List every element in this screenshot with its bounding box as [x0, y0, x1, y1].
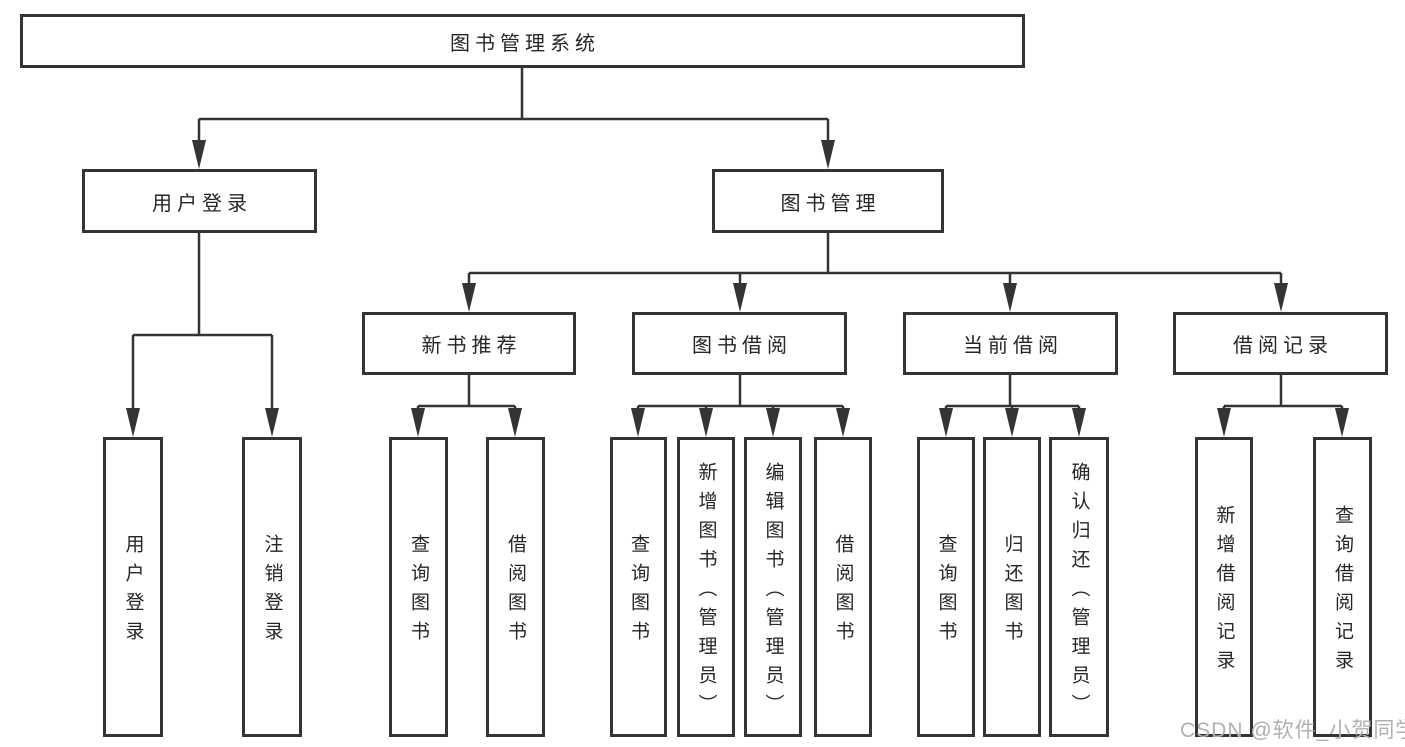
node-label: 查询图书	[935, 534, 957, 650]
node-label: 新书推荐	[421, 335, 522, 357]
arrowhead	[192, 140, 206, 169]
node-label: 用户登录	[152, 192, 252, 215]
connector-root-to-level2	[192, 68, 835, 169]
arrowhead	[821, 140, 835, 169]
leaf-borrow-books-2: 借阅图书	[814, 437, 872, 737]
connector-new-book-to-leaves	[411, 375, 522, 437]
node-label: 借阅图书	[832, 534, 854, 650]
leaf-return-book: 归还图书	[983, 437, 1041, 737]
connector-borrow-records-to-leaves	[1217, 375, 1349, 437]
arrowhead	[508, 408, 522, 437]
leaf-user-login: 用户登录	[103, 437, 163, 737]
arrowhead	[1005, 408, 1019, 437]
node-borrow-records: 借阅记录	[1173, 312, 1388, 375]
arrowhead	[126, 408, 140, 437]
node-label: 新增借阅记录	[1213, 505, 1235, 679]
connector-current-borrow-to-leaves	[939, 375, 1086, 437]
leaf-query-books-1: 查询图书	[389, 437, 448, 737]
node-label: 查询图书	[408, 534, 429, 650]
leaf-add-borrow-record: 新增借阅记录	[1195, 437, 1253, 737]
arrowhead	[1003, 283, 1017, 312]
node-label: 图书管理	[780, 192, 881, 215]
leaf-query-books-2: 查询图书	[610, 437, 667, 737]
leaf-query-books-3: 查询图书	[917, 437, 975, 737]
node-label: 新增图书（管理员）	[695, 461, 717, 723]
arrowhead	[1217, 408, 1231, 437]
node-label: 编辑图书（管理员）	[762, 461, 784, 723]
arrowhead	[462, 283, 476, 312]
connector-user-login-to-leaves	[126, 233, 279, 437]
node-book-management: 图书管理	[712, 169, 944, 233]
arrowhead	[265, 408, 279, 437]
leaf-edit-book-admin: 编辑图书（管理员）	[744, 437, 802, 737]
node-label: 借阅图书	[505, 534, 526, 650]
connector-book-borrow-to-leaves	[631, 375, 850, 437]
node-book-borrow: 图书借阅	[632, 312, 847, 375]
arrowhead	[1072, 408, 1086, 437]
leaf-add-book-admin: 新增图书（管理员）	[677, 437, 735, 737]
node-label: 注销登录	[261, 534, 283, 650]
leaf-query-borrow-record: 查询借阅记录	[1313, 437, 1372, 737]
arrowhead	[1335, 408, 1349, 437]
node-label: 查询借阅记录	[1332, 505, 1353, 679]
csdn-watermark: CSDN @软件_小贺同学	[1180, 719, 1405, 742]
arrowhead	[411, 408, 425, 437]
arrowhead	[939, 408, 953, 437]
arrowhead	[836, 408, 850, 437]
arrowhead	[733, 283, 747, 312]
node-new-book-recommend: 新书推荐	[362, 312, 576, 375]
node-root: 图书管理系统	[20, 14, 1025, 68]
node-user-login: 用户登录	[82, 169, 317, 233]
node-label: 图书借阅	[692, 335, 792, 357]
connector-book-management-to-level3	[462, 233, 1288, 312]
node-label: 查询图书	[628, 534, 649, 650]
node-label: 当前借阅	[963, 335, 1063, 357]
arrowhead	[1274, 283, 1288, 312]
node-label: 借阅记录	[1233, 335, 1333, 357]
node-current-borrow: 当前借阅	[903, 312, 1118, 375]
node-label: 图书管理系统	[450, 32, 600, 55]
node-label: 归还图书	[1001, 534, 1023, 650]
arrowhead	[766, 408, 780, 437]
leaf-logout: 注销登录	[242, 437, 302, 737]
node-label: 用户登录	[122, 534, 144, 650]
leaf-borrow-books-1: 借阅图书	[486, 437, 545, 737]
arrowhead	[699, 408, 713, 437]
node-label: 确认归还（管理员）	[1068, 461, 1090, 723]
arrowhead	[631, 408, 645, 437]
leaf-confirm-return-admin: 确认归还（管理员）	[1049, 437, 1109, 737]
